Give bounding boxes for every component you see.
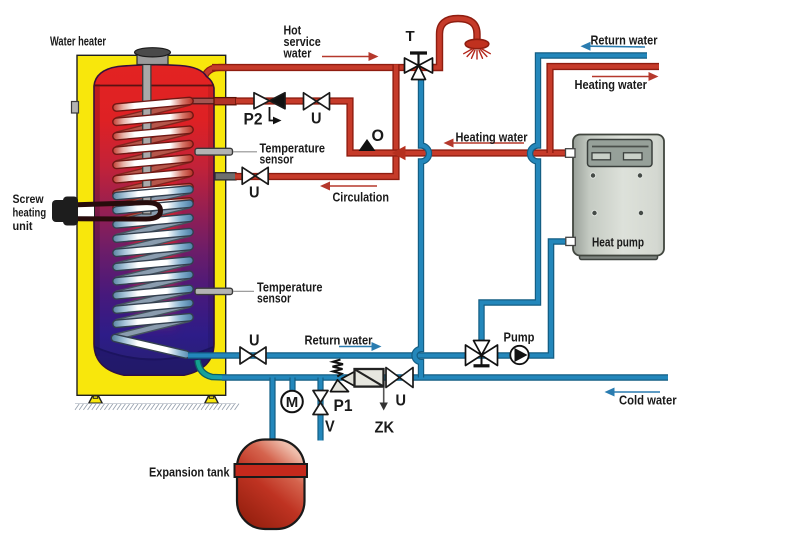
svg-text:U: U [311, 111, 322, 128]
svg-text:Hot: Hot [284, 24, 302, 38]
svg-text:O: O [372, 127, 385, 145]
svg-text:Expansion tank: Expansion tank [149, 465, 230, 480]
svg-text:unit: unit [13, 219, 33, 233]
svg-text:sensor: sensor [257, 292, 291, 306]
svg-text:V: V [325, 419, 335, 436]
svg-text:P1: P1 [334, 396, 353, 415]
svg-text:Heating water: Heating water [575, 77, 647, 92]
svg-text:ZK: ZK [375, 420, 395, 437]
svg-text:Heating water: Heating water [456, 130, 528, 145]
svg-text:service: service [284, 35, 321, 49]
svg-text:Cold water: Cold water [619, 393, 677, 408]
svg-text:T: T [406, 28, 415, 45]
svg-text:Pump: Pump [504, 330, 535, 345]
svg-text:Temperature: Temperature [260, 142, 326, 156]
svg-text:heating: heating [13, 205, 47, 219]
svg-text:U: U [396, 393, 407, 410]
svg-text:sensor: sensor [260, 153, 294, 167]
svg-text:U: U [249, 333, 260, 350]
svg-text:Circulation: Circulation [333, 190, 390, 205]
svg-text:Screw: Screw [13, 192, 45, 206]
svg-text:Heat pump: Heat pump [592, 235, 644, 250]
svg-text:Temperature: Temperature [257, 281, 323, 295]
svg-text:P2: P2 [244, 110, 263, 129]
svg-text:Return water: Return water [305, 333, 373, 348]
svg-text:U: U [249, 185, 260, 202]
svg-text:Return water: Return water [591, 33, 658, 48]
svg-text:water: water [283, 47, 312, 61]
svg-text:Water heater: Water heater [50, 34, 106, 49]
svg-text:M: M [286, 394, 299, 411]
